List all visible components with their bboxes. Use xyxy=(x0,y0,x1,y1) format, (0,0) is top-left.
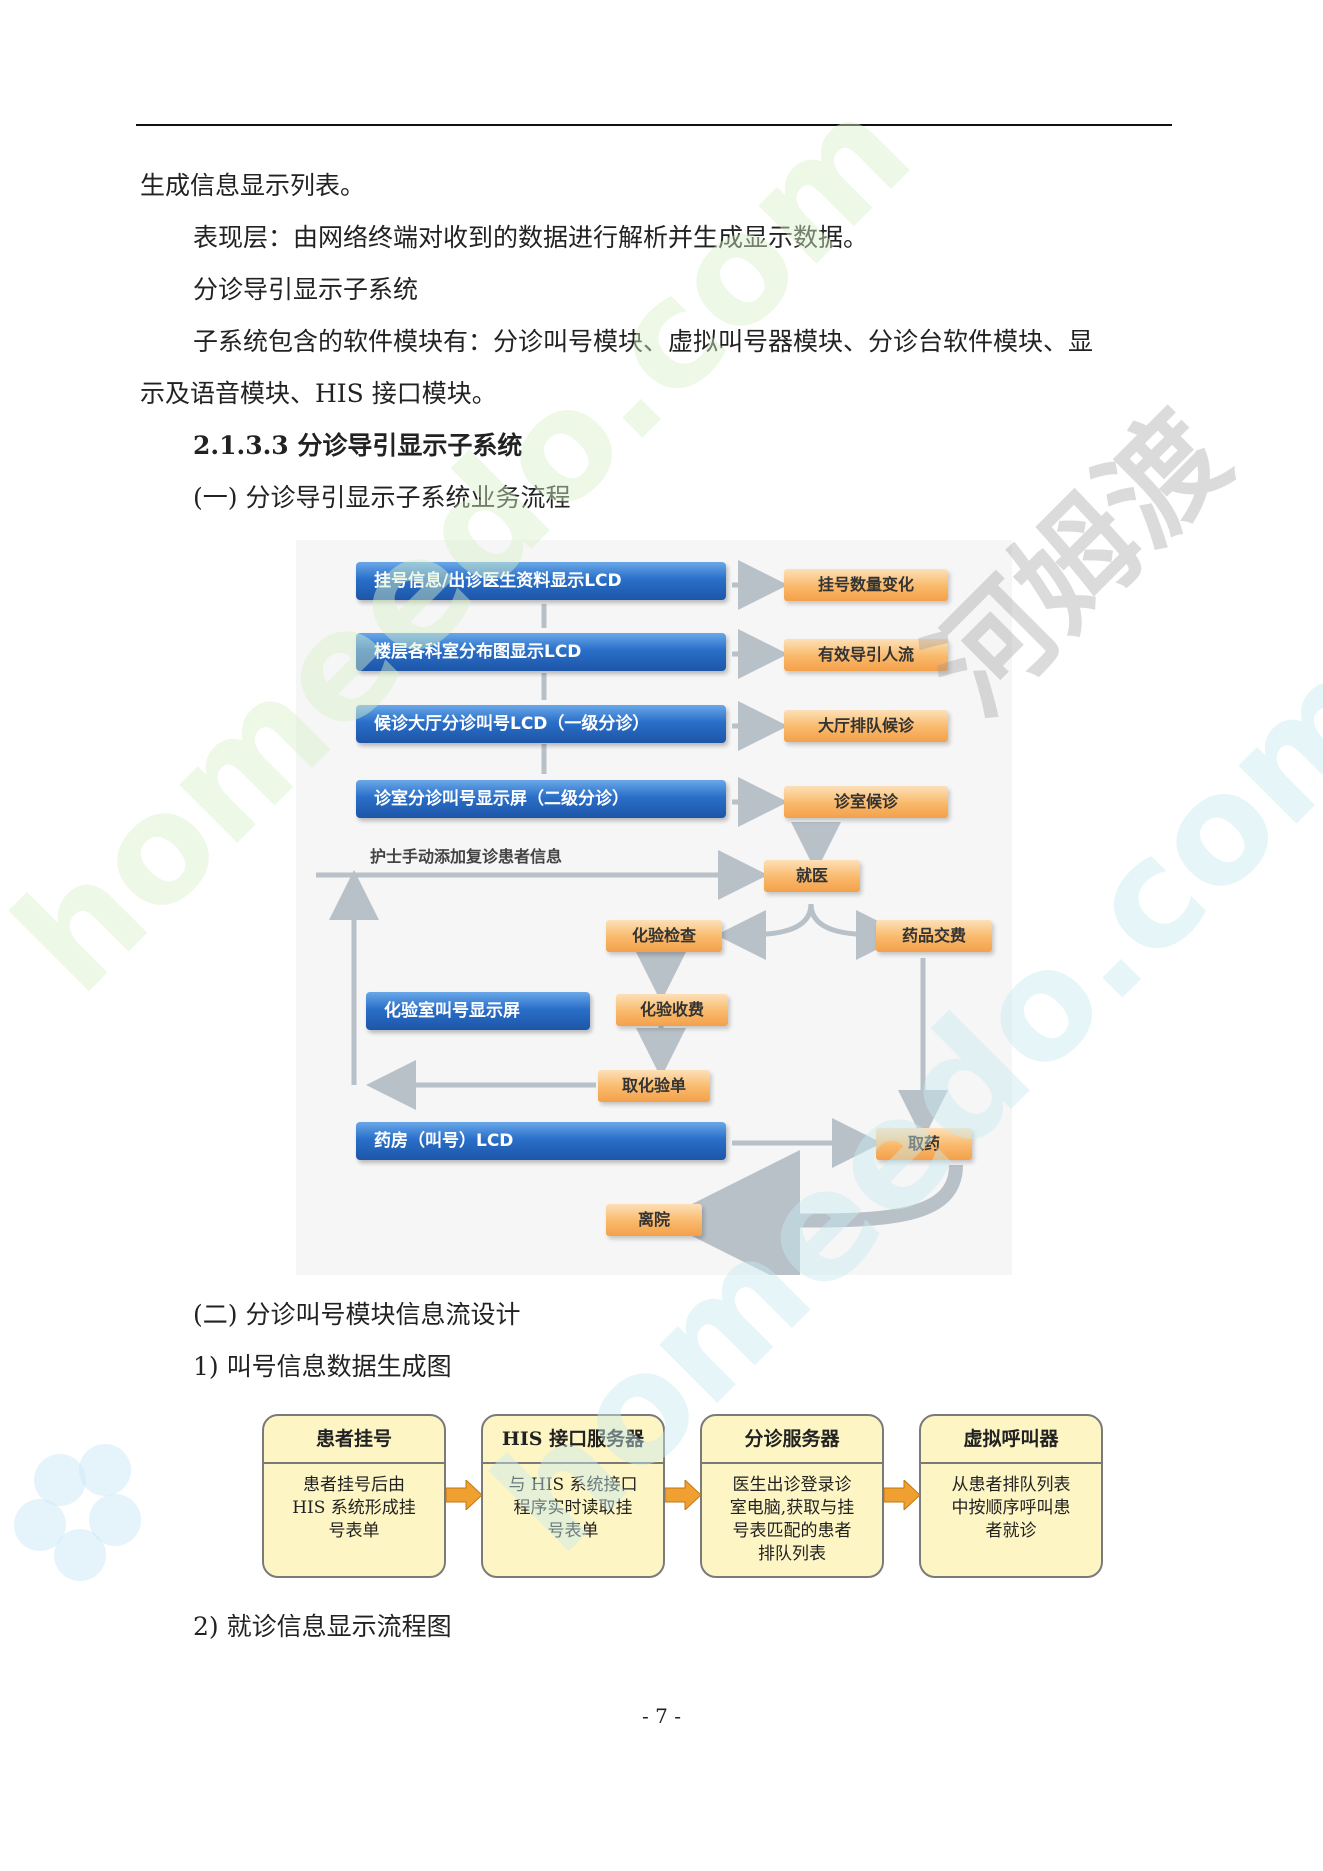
arrow-right-icon xyxy=(665,1480,701,1510)
flow-step-get-medicine: 取药 xyxy=(876,1128,972,1160)
flow2-box-patient-registration: 患者挂号 患者挂号后由 HIS 系统形成挂 号表单 xyxy=(262,1414,446,1578)
flow-result-hall-queue: 大厅排队候诊 xyxy=(784,710,948,742)
flow2-box-title: 虚拟呼叫器 xyxy=(921,1416,1101,1464)
list-item: 2) 就诊信息显示流程图 xyxy=(193,1612,452,1641)
flow2-box-title: 患者挂号 xyxy=(264,1416,444,1464)
subsection-heading: (一) 分诊导引显示子系统业务流程 xyxy=(193,483,571,512)
flow-box-lab-screen: 化验室叫号显示屏 xyxy=(366,992,590,1030)
section-heading: 2.1.3.3 分诊导引显示子系统 xyxy=(193,431,523,460)
flow2-box-body: 患者挂号后由 HIS 系统形成挂 号表单 xyxy=(292,1475,416,1541)
flow-step-get-lab-report: 取化验单 xyxy=(598,1070,710,1102)
body-text-line: 子系统包含的软件模块有：分诊叫号模块、虚拟叫号器模块、分诊台软件模块、显 xyxy=(193,327,1094,356)
flow-step-lab-payment: 化验收费 xyxy=(616,994,728,1026)
flow-step-treatment: 就医 xyxy=(764,860,860,892)
flow-result-clinic-wait: 诊室候诊 xyxy=(784,786,948,818)
list-item: 1) 叫号信息数据生成图 xyxy=(193,1352,452,1381)
flow-box-clinic-screen: 诊室分诊叫号显示屏（二级分诊） xyxy=(356,780,726,818)
header-rule xyxy=(136,124,1172,126)
flow2-box-title: 分诊服务器 xyxy=(702,1416,882,1464)
flow-note-nurse: 护士手动添加复诊患者信息 xyxy=(370,847,563,866)
arrow-right-icon xyxy=(446,1480,482,1510)
flow2-box-his-server: HIS 接口服务器 与 HIS 系统接口 程序实时读取挂 号表单 xyxy=(481,1414,665,1578)
body-text-line: 生成信息显示列表。 xyxy=(140,171,366,200)
flow2-box-title: HIS 接口服务器 xyxy=(483,1416,663,1464)
body-text-line: 分诊导引显示子系统 xyxy=(193,275,419,304)
flow2-box-triage-server: 分诊服务器 医生出诊登录诊 室电脑,获取与挂 号表匹配的患者 排队列表 xyxy=(700,1414,884,1578)
arrow-right-icon xyxy=(884,1480,920,1510)
subsection-heading: (二) 分诊叫号模块信息流设计 xyxy=(193,1300,521,1329)
flow-result-registration-count: 挂号数量变化 xyxy=(784,569,948,601)
flow2-box-body: 从患者排队列表 中按顺序呼叫患 者就诊 xyxy=(951,1475,1071,1541)
business-flowchart: 挂号信息/出诊医生资料显示LCD 楼层各科室分布图显示LCD 候诊大厅分诊叫号L… xyxy=(296,540,1012,1275)
flow-step-discharge: 离院 xyxy=(606,1204,702,1236)
body-text-line: 示及语音模块、HIS 接口模块。 xyxy=(140,379,497,408)
flow-box-pharmacy-lcd: 药房（叫号）LCD xyxy=(356,1122,726,1160)
flow-box-hall-lcd: 候诊大厅分诊叫号LCD（一级分诊） xyxy=(356,705,726,743)
flow2-box-body: 医生出诊登录诊 室电脑,获取与挂 号表匹配的患者 排队列表 xyxy=(729,1475,855,1564)
flow-box-registration-lcd: 挂号信息/出诊医生资料显示LCD xyxy=(356,562,726,600)
flow2-box-body: 与 HIS 系统接口 程序实时读取挂 号表单 xyxy=(508,1475,638,1541)
page-number: - 7 - xyxy=(642,1704,681,1728)
flow2-box-virtual-caller: 虚拟呼叫器 从患者排队列表 中按顺序呼叫患 者就诊 xyxy=(919,1414,1103,1578)
body-text-line: 表现层：由网络终端对收到的数据进行解析并生成显示数据。 xyxy=(193,223,869,252)
flow-box-floor-map-lcd: 楼层各科室分布图显示LCD xyxy=(356,633,726,671)
flow-step-drug-payment: 药品交费 xyxy=(876,920,992,952)
flow-result-guide-flow: 有效导引人流 xyxy=(784,639,948,671)
flow-step-lab-test: 化验检查 xyxy=(606,920,722,952)
watermark-flower-icon xyxy=(14,1444,141,1581)
flowchart-arrows xyxy=(316,560,963,1275)
